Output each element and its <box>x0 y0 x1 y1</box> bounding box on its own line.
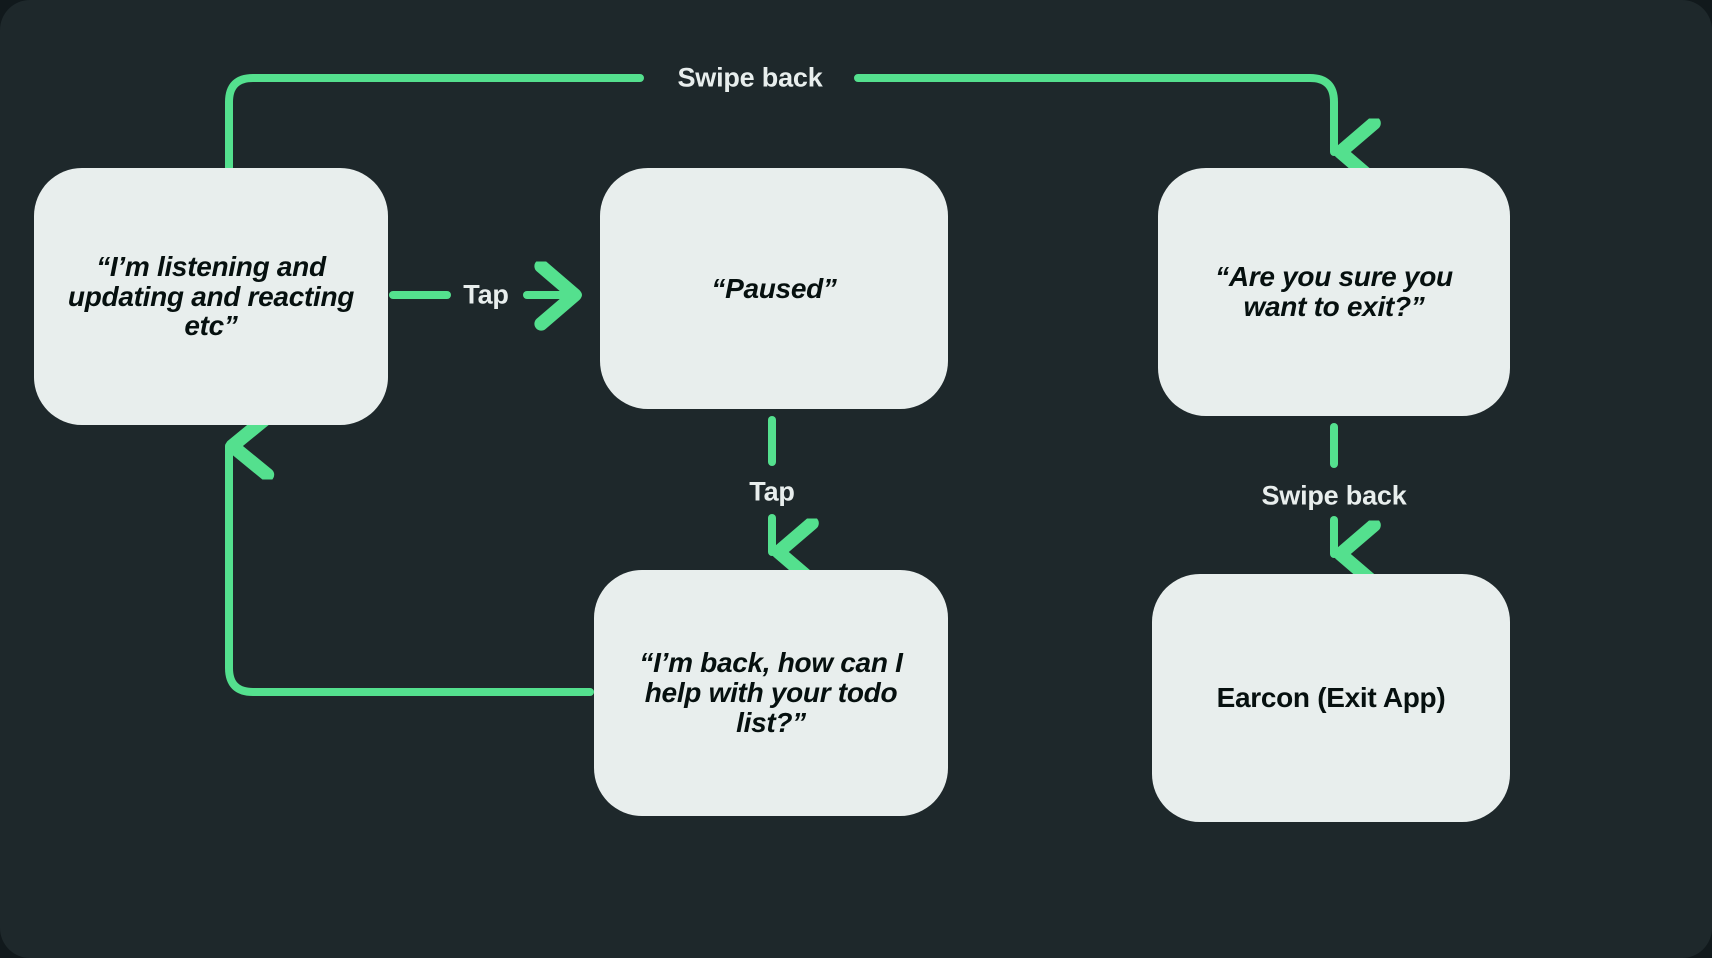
node-im-back-label: “I’m back, how can I help with your todo… <box>639 647 903 738</box>
node-confirm-exit[interactable]: “Are you sure you want to exit?” <box>1158 168 1510 416</box>
edge-label-swipe-back-confirm-to-earcon: Swipe back <box>1261 480 1407 511</box>
edge-swipe-back-top-left-segment <box>225 74 644 172</box>
node-paused-label: “Paused” <box>711 272 837 304</box>
edge-label-tap-paused-to-im-back: Tap <box>749 476 795 507</box>
node-confirm-exit-label: “Are you sure you want to exit?” <box>1215 261 1453 322</box>
edge-swipe-back-top-right-segment <box>854 74 1334 152</box>
node-earcon-label: Earcon (Exit App) <box>1216 682 1446 714</box>
node-paused[interactable]: “Paused” <box>600 168 948 409</box>
edge-label-tap-listening-to-paused: Tap <box>463 279 509 310</box>
node-listening[interactable]: “I’m listening and updating and reacting… <box>34 168 388 425</box>
edge-return-to-listening <box>225 446 594 696</box>
node-earcon[interactable]: Earcon (Exit App) <box>1152 574 1510 822</box>
node-listening-label: “I’m listening and updating and reacting… <box>67 250 355 342</box>
edge-label-swipe-back-top: Swipe back <box>677 62 823 93</box>
node-im-back[interactable]: “I’m back, how can I help with your todo… <box>594 570 948 816</box>
